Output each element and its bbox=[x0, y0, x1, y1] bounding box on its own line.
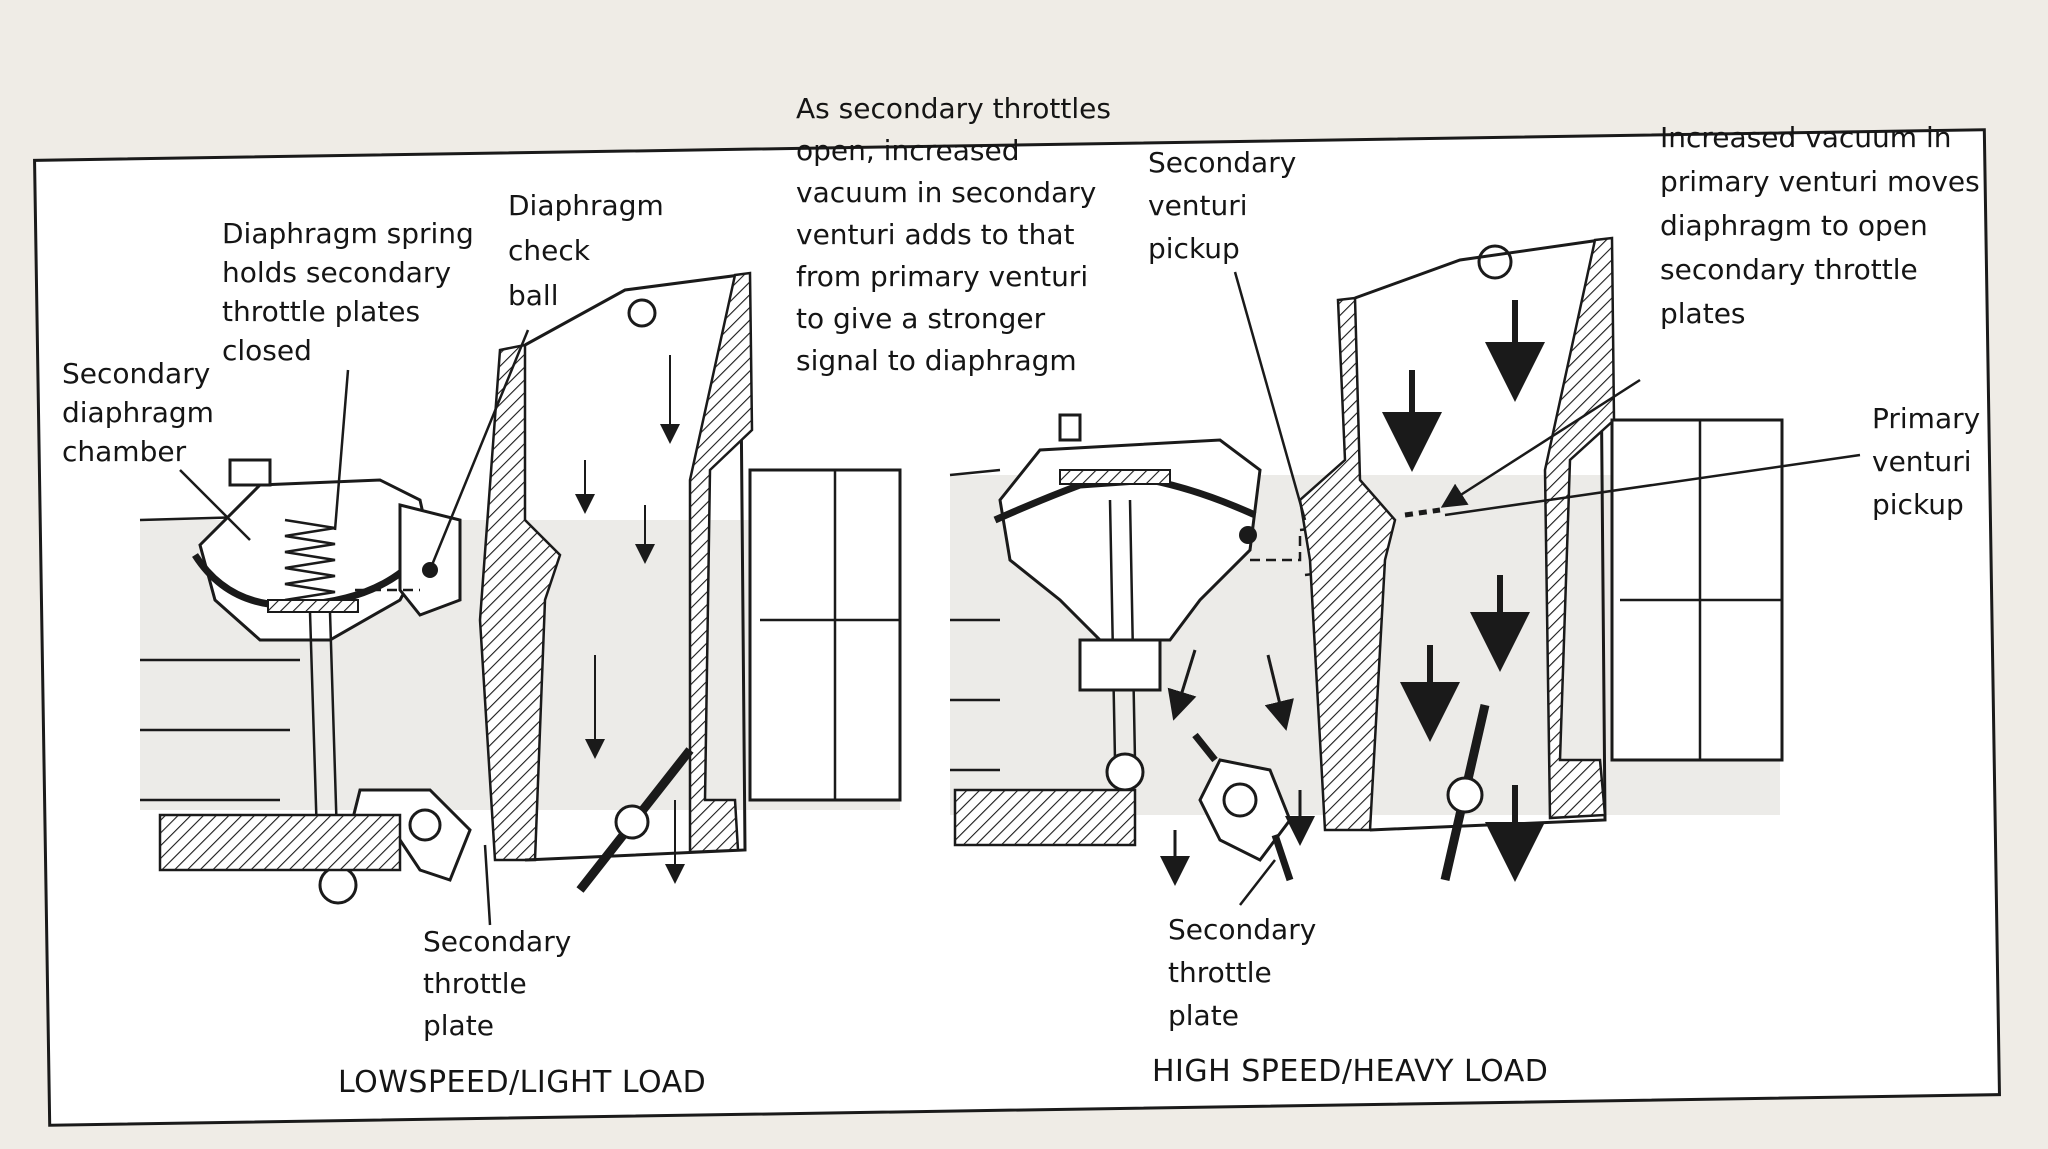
label-secondary-vacuum-note: As secondary throttles open, increased v… bbox=[796, 92, 1111, 377]
svg-text:Diaphragm spring: Diaphragm spring bbox=[222, 217, 474, 250]
svg-text:diaphragm to open: diaphragm to open bbox=[1660, 209, 1928, 242]
caption-lowspeed: LOWSPEED/LIGHT LOAD bbox=[338, 1065, 706, 1100]
svg-text:venturi adds to that: venturi adds to that bbox=[796, 218, 1075, 251]
svg-text:chamber: chamber bbox=[62, 435, 187, 468]
svg-text:vacuum in secondary: vacuum in secondary bbox=[796, 176, 1096, 209]
svg-text:Secondary: Secondary bbox=[423, 925, 571, 958]
svg-text:pickup: pickup bbox=[1148, 232, 1240, 265]
label-diaphragm-spring: Diaphragm spring holds secondary throttl… bbox=[222, 217, 474, 531]
label-primary-venturi-pickup: Primary venturi pickup bbox=[1444, 402, 1980, 521]
label-diaphragm-check-ball: Diaphragm check ball bbox=[430, 189, 664, 566]
label-primary-vacuum-note: Increased vacuum in primary venturi move… bbox=[1440, 121, 1980, 508]
svg-text:holds secondary: holds secondary bbox=[222, 256, 451, 289]
svg-text:plate: plate bbox=[423, 1009, 494, 1042]
svg-text:plate: plate bbox=[1168, 999, 1239, 1032]
svg-text:diaphragm: diaphragm bbox=[62, 396, 214, 429]
svg-text:primary venturi moves: primary venturi moves bbox=[1660, 165, 1980, 198]
label-secondary-diaphragm-chamber: Secondary diaphragm chamber bbox=[62, 357, 251, 541]
svg-text:to give a stronger: to give a stronger bbox=[796, 302, 1046, 335]
svg-text:open, increased: open, increased bbox=[796, 134, 1019, 167]
svg-text:Increased vacuum in: Increased vacuum in bbox=[1660, 121, 1951, 154]
svg-text:As secondary throttles: As secondary throttles bbox=[796, 92, 1111, 125]
svg-text:plates: plates bbox=[1660, 297, 1746, 330]
label-secondary-throttle-plate-right: Secondary throttle plate bbox=[1168, 859, 1316, 1032]
svg-text:throttle: throttle bbox=[423, 967, 527, 1000]
svg-text:from primary venturi: from primary venturi bbox=[796, 260, 1088, 293]
svg-text:secondary throttle: secondary throttle bbox=[1660, 253, 1918, 286]
svg-text:Secondary: Secondary bbox=[1148, 146, 1296, 179]
svg-text:signal to diaphragm: signal to diaphragm bbox=[796, 344, 1077, 377]
svg-text:venturi: venturi bbox=[1148, 189, 1248, 222]
svg-text:closed: closed bbox=[222, 334, 312, 367]
svg-text:throttle plates: throttle plates bbox=[222, 295, 420, 328]
svg-text:check: check bbox=[508, 234, 591, 267]
right-carburetor bbox=[949, 236, 1784, 886]
svg-text:Secondary: Secondary bbox=[62, 357, 210, 390]
svg-text:pickup: pickup bbox=[1872, 488, 1964, 521]
svg-text:Diaphragm: Diaphragm bbox=[508, 189, 664, 222]
label-secondary-venturi-pickup: Secondary venturi pickup bbox=[1148, 146, 1307, 521]
svg-text:Primary: Primary bbox=[1872, 402, 1980, 435]
svg-text:Secondary: Secondary bbox=[1168, 913, 1316, 946]
svg-text:throttle: throttle bbox=[1168, 956, 1272, 989]
label-secondary-throttle-plate-left: Secondary throttle plate bbox=[423, 844, 571, 1042]
caption-highspeed: HIGH SPEED/HEAVY LOAD bbox=[1152, 1054, 1548, 1089]
svg-text:venturi: venturi bbox=[1872, 445, 1972, 478]
svg-text:ball: ball bbox=[508, 279, 559, 312]
